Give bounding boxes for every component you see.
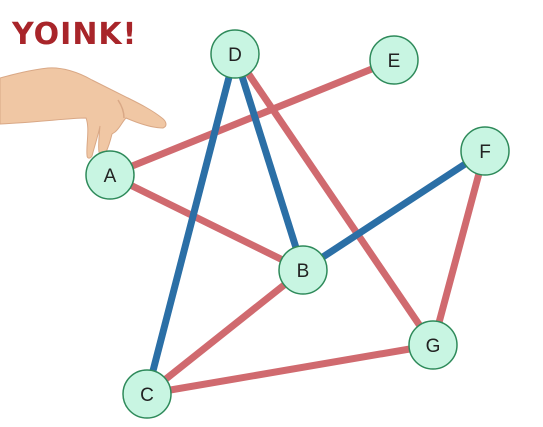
- node-label-d: D: [228, 45, 242, 66]
- hand-crease: [117, 99, 125, 119]
- edge-c-g: [146, 341, 434, 398]
- node-label-a: A: [104, 166, 117, 187]
- node-circle-b: [278, 245, 328, 295]
- edge-b-c: [144, 267, 306, 397]
- edge-d-g: [232, 52, 436, 347]
- node-label-g: G: [426, 336, 441, 357]
- edge-d-b: [231, 52, 307, 272]
- node-label-e: E: [388, 51, 401, 72]
- node-a: A: [85, 150, 135, 200]
- edge-f-g: [429, 150, 489, 346]
- edge-d-c: [143, 53, 239, 395]
- edges-layer: [108, 52, 489, 398]
- node-f: F: [460, 126, 510, 176]
- node-d: D: [210, 29, 260, 79]
- node-circle-c: [122, 369, 172, 419]
- node-circle-g: [408, 320, 458, 370]
- nodes-layer: A B C D E F G: [85, 29, 510, 419]
- node-e: E: [369, 35, 419, 85]
- hand-shape: [0, 67, 167, 159]
- node-circle-a: [85, 150, 135, 200]
- node-circle-e: [369, 35, 419, 85]
- node-circle-f: [460, 126, 510, 176]
- yoink-title: YOINK!: [12, 17, 138, 52]
- edge-b-f: [301, 148, 487, 273]
- pinching-hand-icon: [0, 67, 167, 159]
- node-label-c: C: [140, 385, 154, 406]
- node-label-f: F: [479, 142, 491, 163]
- node-g: G: [408, 320, 458, 370]
- node-label-b: B: [297, 261, 310, 282]
- edge-a-b: [108, 171, 305, 274]
- node-b: B: [278, 245, 328, 295]
- node-c: C: [122, 369, 172, 419]
- node-circle-d: [210, 29, 260, 79]
